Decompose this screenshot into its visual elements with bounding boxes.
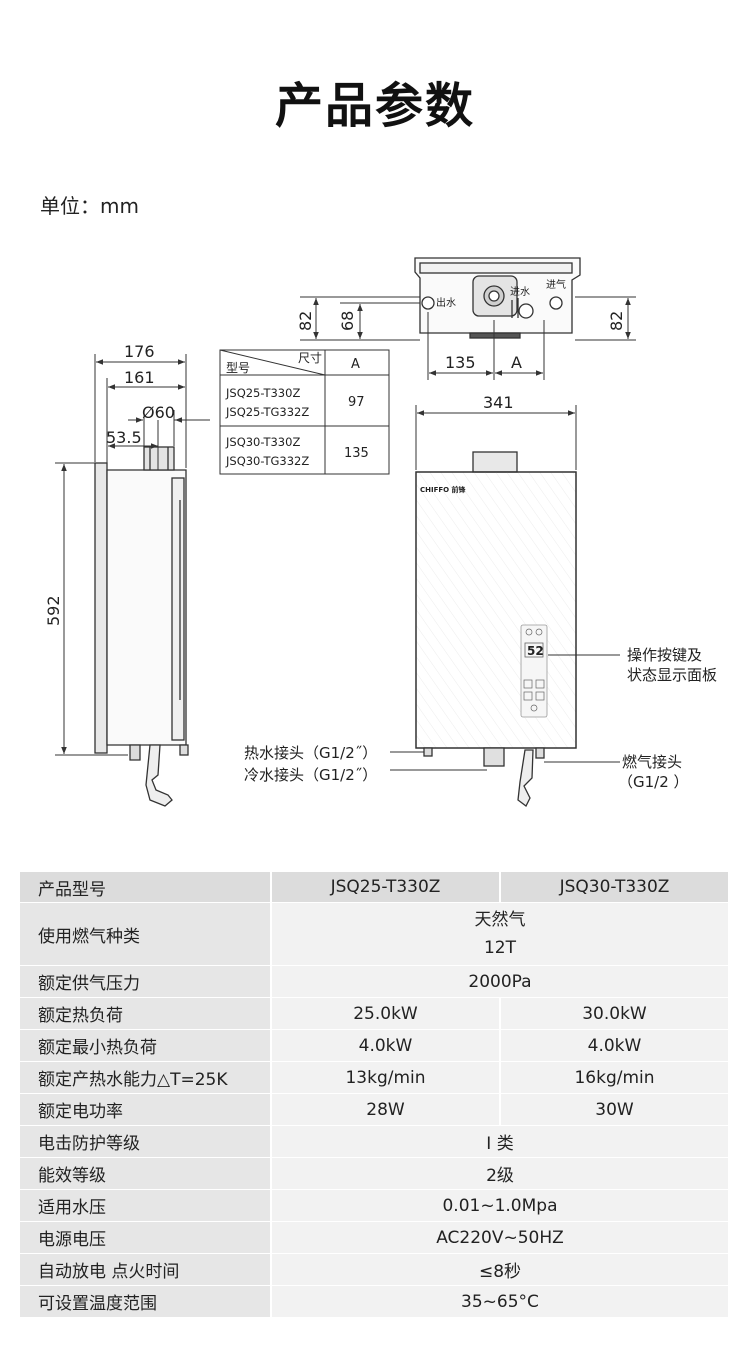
display-digits: 52: [527, 644, 544, 658]
spec-label: 电源电压: [20, 1221, 272, 1254]
spec-value-b: 30.0kW: [500, 997, 730, 1030]
spec-label: 自动放电 点火时间: [20, 1253, 272, 1286]
spec-label: 额定最小热负荷: [20, 1029, 272, 1062]
dim-top-82-right: 82: [607, 311, 626, 331]
dim-592: 592: [44, 595, 63, 626]
table-row: 可设置温度范围 35~65°C: [20, 1285, 730, 1318]
side-view-dimensions: [55, 354, 210, 756]
spec-value-b: 16kg/min: [500, 1061, 730, 1094]
spec-label: 额定产热水能力△T=25K: [20, 1061, 272, 1094]
table-header-size: 尺寸: [298, 351, 322, 365]
spec-header-model-b: JSQ30-T330Z: [500, 872, 730, 903]
table-row: 额定最小热负荷 4.0kW 4.0kW: [20, 1029, 730, 1062]
gas-type-line1: 天然气: [474, 910, 526, 930]
spec-value-b: 4.0kW: [500, 1029, 730, 1062]
table-row1-a: 97: [348, 395, 365, 410]
table-row1-model2: JSQ25-TG332Z: [225, 405, 309, 419]
spec-label: 能效等级: [20, 1157, 272, 1190]
brand-logo: CHIFFO 前锋: [420, 485, 467, 494]
spec-value: Ⅰ 类: [271, 1125, 730, 1158]
spec-label: 使用燃气种类: [20, 902, 272, 966]
label-in-gas: 进气: [546, 278, 566, 291]
dim-top-82-left: 82: [296, 311, 315, 331]
spec-value-a: 28W: [271, 1093, 501, 1126]
model-size-table: [219, 349, 390, 475]
table-row: 额定热负荷 25.0kW 30.0kW: [20, 997, 730, 1030]
spec-value-a: 13kg/min: [271, 1061, 501, 1094]
spec-value: AC220V~50HZ: [271, 1221, 730, 1254]
callout-gas-line1: 燃气接头: [622, 753, 682, 771]
table-row: 额定供气压力 2000Pa: [20, 965, 730, 998]
table-row2-model1: JSQ30-T330Z: [225, 435, 300, 449]
page-title: 产品参数: [274, 78, 475, 134]
product-dimension-diagram: 出水 进水 进气 82 68 82 135 A: [44, 257, 717, 807]
dim-135: 135: [445, 353, 476, 372]
callout-lines: [390, 654, 620, 771]
dim-diameter-60: Ø60: [142, 403, 175, 422]
spec-table: 产品型号 JSQ25-T330Z JSQ30-T330Z 使用燃气种类 天然气 …: [20, 872, 730, 1318]
spec-value-a: 25.0kW: [271, 997, 501, 1030]
table-header-a: A: [351, 357, 360, 372]
spec-header-model-a: JSQ25-T330Z: [271, 872, 501, 903]
front-view: [415, 451, 577, 807]
spec-label: 电击防护等级: [20, 1125, 272, 1158]
side-view: [94, 446, 189, 807]
unit-label: 单位：mm: [40, 194, 139, 218]
label-out-water: 出水: [436, 296, 456, 309]
callout-gas-line2: （G1/2 ）: [618, 773, 689, 791]
spec-value-b: 30W: [500, 1093, 730, 1126]
spec-value: 0.01~1.0Mpa: [271, 1189, 730, 1222]
spec-value: 35~65°C: [271, 1285, 730, 1318]
table-header-model: 型号: [226, 361, 250, 375]
spec-value: ≤8秒: [271, 1253, 730, 1286]
gas-type-line2: 12T: [483, 938, 517, 958]
dim-top-68: 68: [338, 311, 357, 331]
spec-value: 2级: [271, 1157, 730, 1190]
spec-label: 额定供气压力: [20, 965, 272, 998]
spec-label: 可设置温度范围: [20, 1285, 272, 1318]
spec-value: 天然气 12T: [271, 902, 730, 966]
callout-panel-line1: 操作按键及: [627, 646, 702, 664]
table-row: 额定电功率 28W 30W: [20, 1093, 730, 1126]
table-row: 自动放电 点火时间 ≤8秒: [20, 1253, 730, 1286]
dim-176: 176: [124, 342, 155, 361]
label-in-water: 进水: [510, 286, 530, 298]
spec-header-label: 产品型号: [20, 872, 272, 903]
front-view-dimensions: [415, 405, 577, 470]
top-view-dimensions: [300, 296, 636, 380]
dim-341: 341: [483, 393, 514, 412]
spec-header-row: 产品型号 JSQ25-T330Z JSQ30-T330Z: [20, 872, 730, 903]
spec-label: 额定热负荷: [20, 997, 272, 1030]
spec-label: 额定电功率: [20, 1093, 272, 1126]
table-row: 适用水压 0.01~1.0Mpa: [20, 1189, 730, 1222]
callout-cold-water: 冷水接头（G1/2˝）: [244, 766, 377, 784]
dim-a: A: [511, 353, 522, 372]
spec-value: 2000Pa: [271, 965, 730, 998]
dim-53-5: 53.5: [106, 428, 142, 447]
table-row: 额定产热水能力△T=25K 13kg/min 16kg/min: [20, 1061, 730, 1094]
table-row1-model1: JSQ25-T330Z: [225, 386, 300, 400]
dim-161: 161: [124, 368, 155, 387]
table-row: 使用燃气种类 天然气 12T: [20, 902, 730, 966]
top-view: [414, 257, 581, 339]
spec-label: 适用水压: [20, 1189, 272, 1222]
callout-panel-line2: 状态显示面板: [627, 666, 717, 684]
table-row2-model2: JSQ30-TG332Z: [225, 454, 309, 468]
table-row: 电击防护等级 Ⅰ 类: [20, 1125, 730, 1158]
table-row: 能效等级 2级: [20, 1157, 730, 1190]
table-row2-a: 135: [344, 446, 369, 461]
spec-value-a: 4.0kW: [271, 1029, 501, 1062]
table-row: 电源电压 AC220V~50HZ: [20, 1221, 730, 1254]
callout-hot-water: 热水接头（G1/2˝）: [244, 744, 377, 762]
